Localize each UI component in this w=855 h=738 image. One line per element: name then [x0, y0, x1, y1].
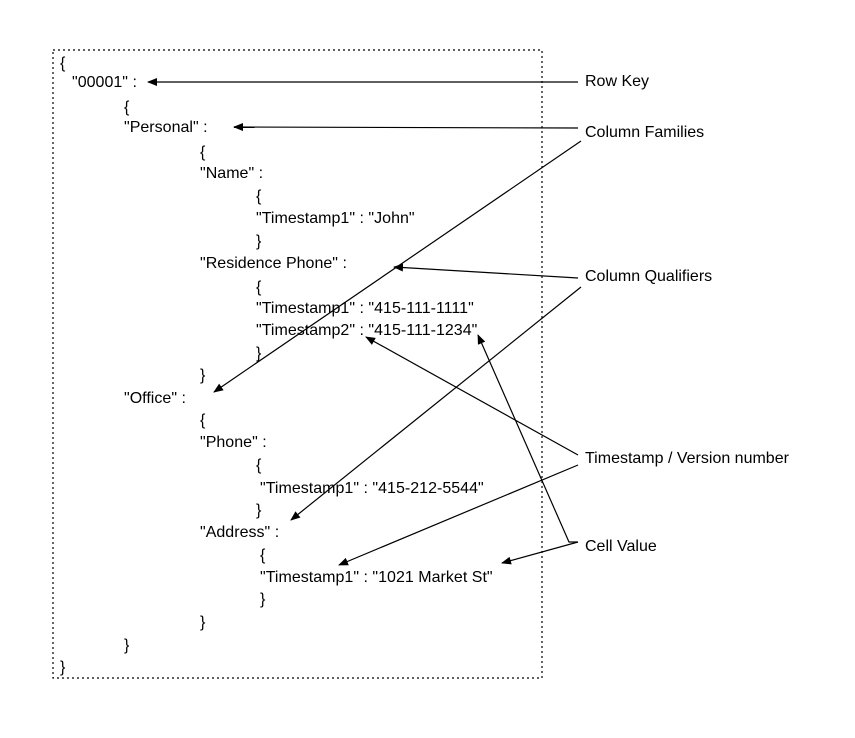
row-key-line: "00001" : — [72, 74, 137, 91]
column-families-label: Column Families — [585, 124, 705, 141]
code-line: } — [200, 367, 206, 384]
timestamp-version-lower-arrow — [338, 464, 579, 566]
residence-phone-qualifier-line: "Residence Phone" : — [200, 255, 347, 272]
phone-qualifier-line: "Phone" : — [200, 434, 267, 451]
column-qualifiers-label: Column Qualifiers — [585, 268, 713, 285]
code-line: { — [256, 457, 262, 474]
cell-value-lower-arrow — [501, 541, 579, 565]
residence-phone-cell-line: "Timestamp2" : "415-111-1234" — [256, 322, 478, 339]
code-line: } — [60, 659, 66, 676]
code-line: } — [256, 502, 262, 519]
cell-value-upper-arrow — [477, 334, 578, 543]
phone-cell-line: "Timestamp1" : "415-212-5544" — [260, 480, 484, 497]
name-cell-line: "Timestamp1" : "John" — [256, 210, 415, 227]
code-line: { — [256, 188, 262, 205]
personal-family-line: "Personal" : — [124, 119, 208, 136]
row-key-label: Row Key — [585, 73, 650, 90]
code-line: } — [260, 591, 266, 608]
code-line: { — [60, 55, 66, 72]
code-line: { — [256, 279, 262, 296]
residence-phone-cell-line: "Timestamp1" : "415-111-1111" — [256, 300, 474, 317]
column-qualifier-residence-arrow — [393, 263, 579, 279]
address-qualifier-line: "Address" : — [200, 524, 280, 541]
name-qualifier-line: "Name" : — [200, 165, 264, 182]
timestamp-version-label: Timestamp / Version number — [585, 450, 789, 467]
code-line: { — [200, 144, 206, 161]
code-line: { — [200, 412, 206, 429]
code-line: } — [200, 614, 206, 631]
office-family-line: "Office" : — [124, 390, 186, 407]
code-boundary-box — [52, 49, 543, 679]
code-line: { — [124, 99, 130, 116]
code-line: } — [124, 637, 130, 654]
column-family-personal-arrow — [233, 123, 579, 132]
timestamp-version-upper-arrow — [365, 336, 579, 456]
cell-value-label: Cell Value — [585, 538, 657, 555]
code-line: } — [256, 233, 262, 250]
address-cell-line: "Timestamp1" : "1021 Market St" — [260, 569, 493, 586]
code-line: } — [256, 345, 262, 362]
column-qualifier-address-arrow — [290, 286, 582, 521]
code-line: { — [260, 547, 266, 564]
